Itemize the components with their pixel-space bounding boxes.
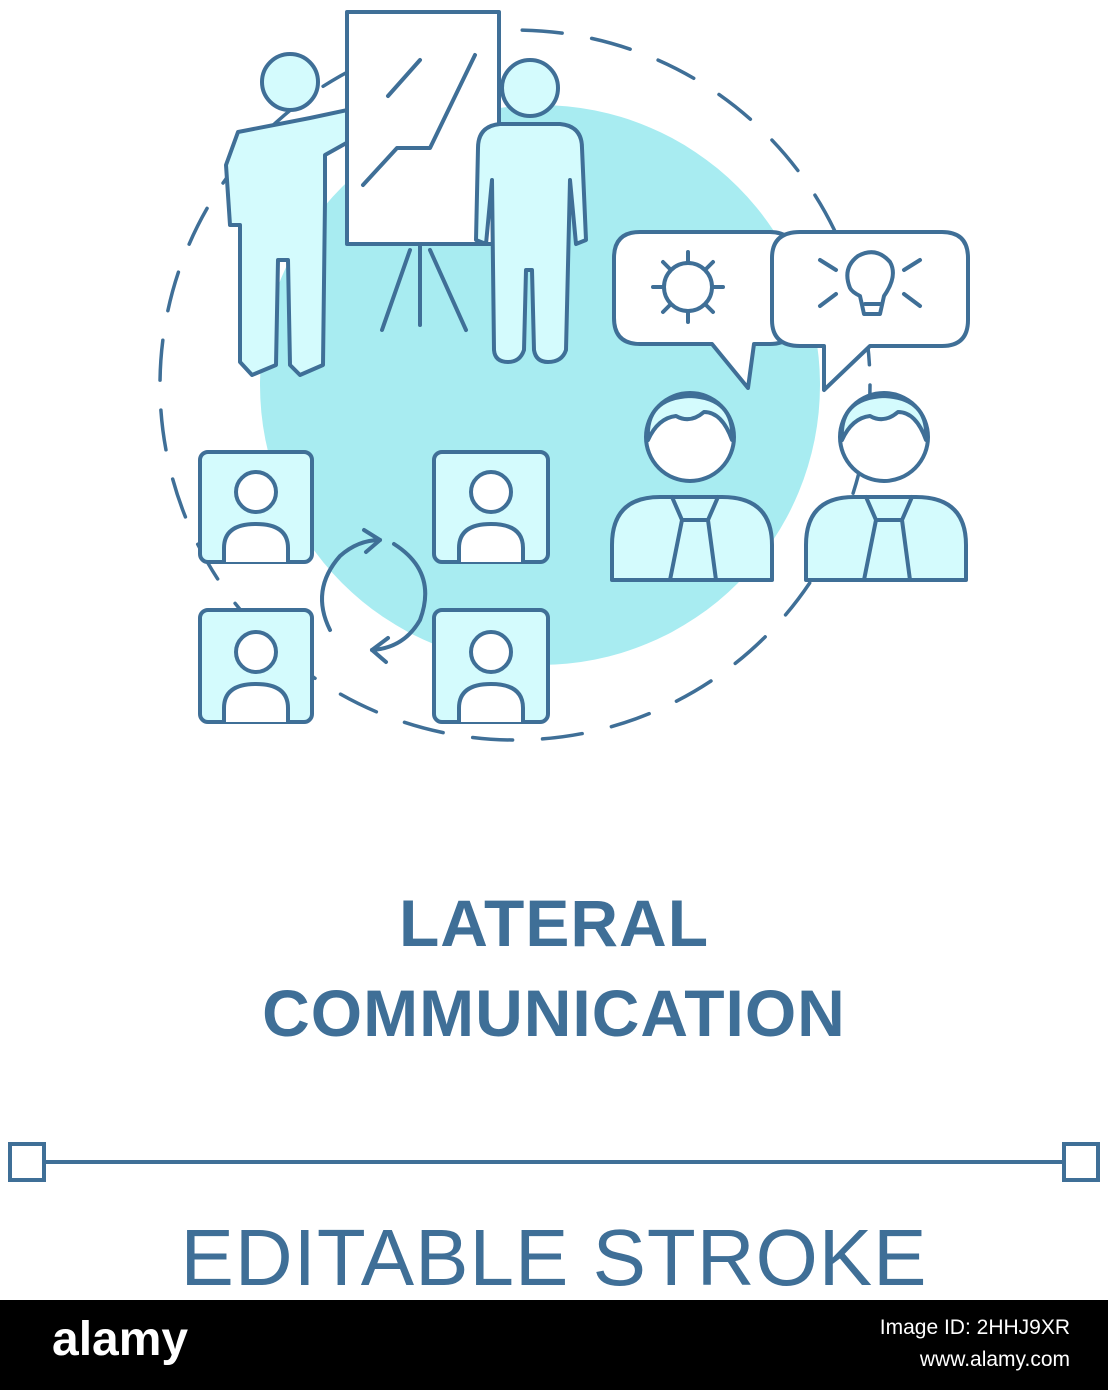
profile-card-icon: [198, 608, 314, 724]
watermark-footer: alamy Image ID: 2HHJ9XR www.alamy.com: [0, 1300, 1108, 1390]
stroke-handle-right: [1062, 1142, 1100, 1182]
image-id: Image ID: 2HHJ9XR: [879, 1316, 1070, 1339]
lightbulb-icon: [818, 250, 922, 316]
businessman-icon: [610, 391, 774, 582]
refresh-cycle-icon: [320, 528, 428, 664]
speech-bubble-icon: [770, 230, 970, 392]
brand-logo: alamy: [52, 1313, 189, 1366]
profile-card-icon: [198, 450, 314, 564]
gear-icon: [651, 250, 725, 324]
site-url: www.alamy.com: [919, 1347, 1070, 1371]
dashed-circle: [158, 28, 872, 742]
stroke-handle-left: [8, 1142, 46, 1182]
footer-info: Image ID: 2HHJ9XR www.alamy.com: [880, 1312, 1070, 1375]
title-line-2: COMMUNICATION: [262, 976, 846, 1050]
flip-chart-icon: [345, 10, 501, 332]
listener-icon: [474, 58, 588, 364]
profile-card-icon: [432, 450, 550, 564]
businessman-icon: [804, 391, 968, 582]
profile-card-icon: [432, 608, 550, 724]
editable-stroke-handle-bar: [8, 1142, 1100, 1182]
editable-stroke-caption: EDITABLE STROKE: [180, 1213, 928, 1302]
title-line-1: LATERAL: [398, 886, 710, 960]
lateral-communication-illustration: [158, 10, 970, 742]
